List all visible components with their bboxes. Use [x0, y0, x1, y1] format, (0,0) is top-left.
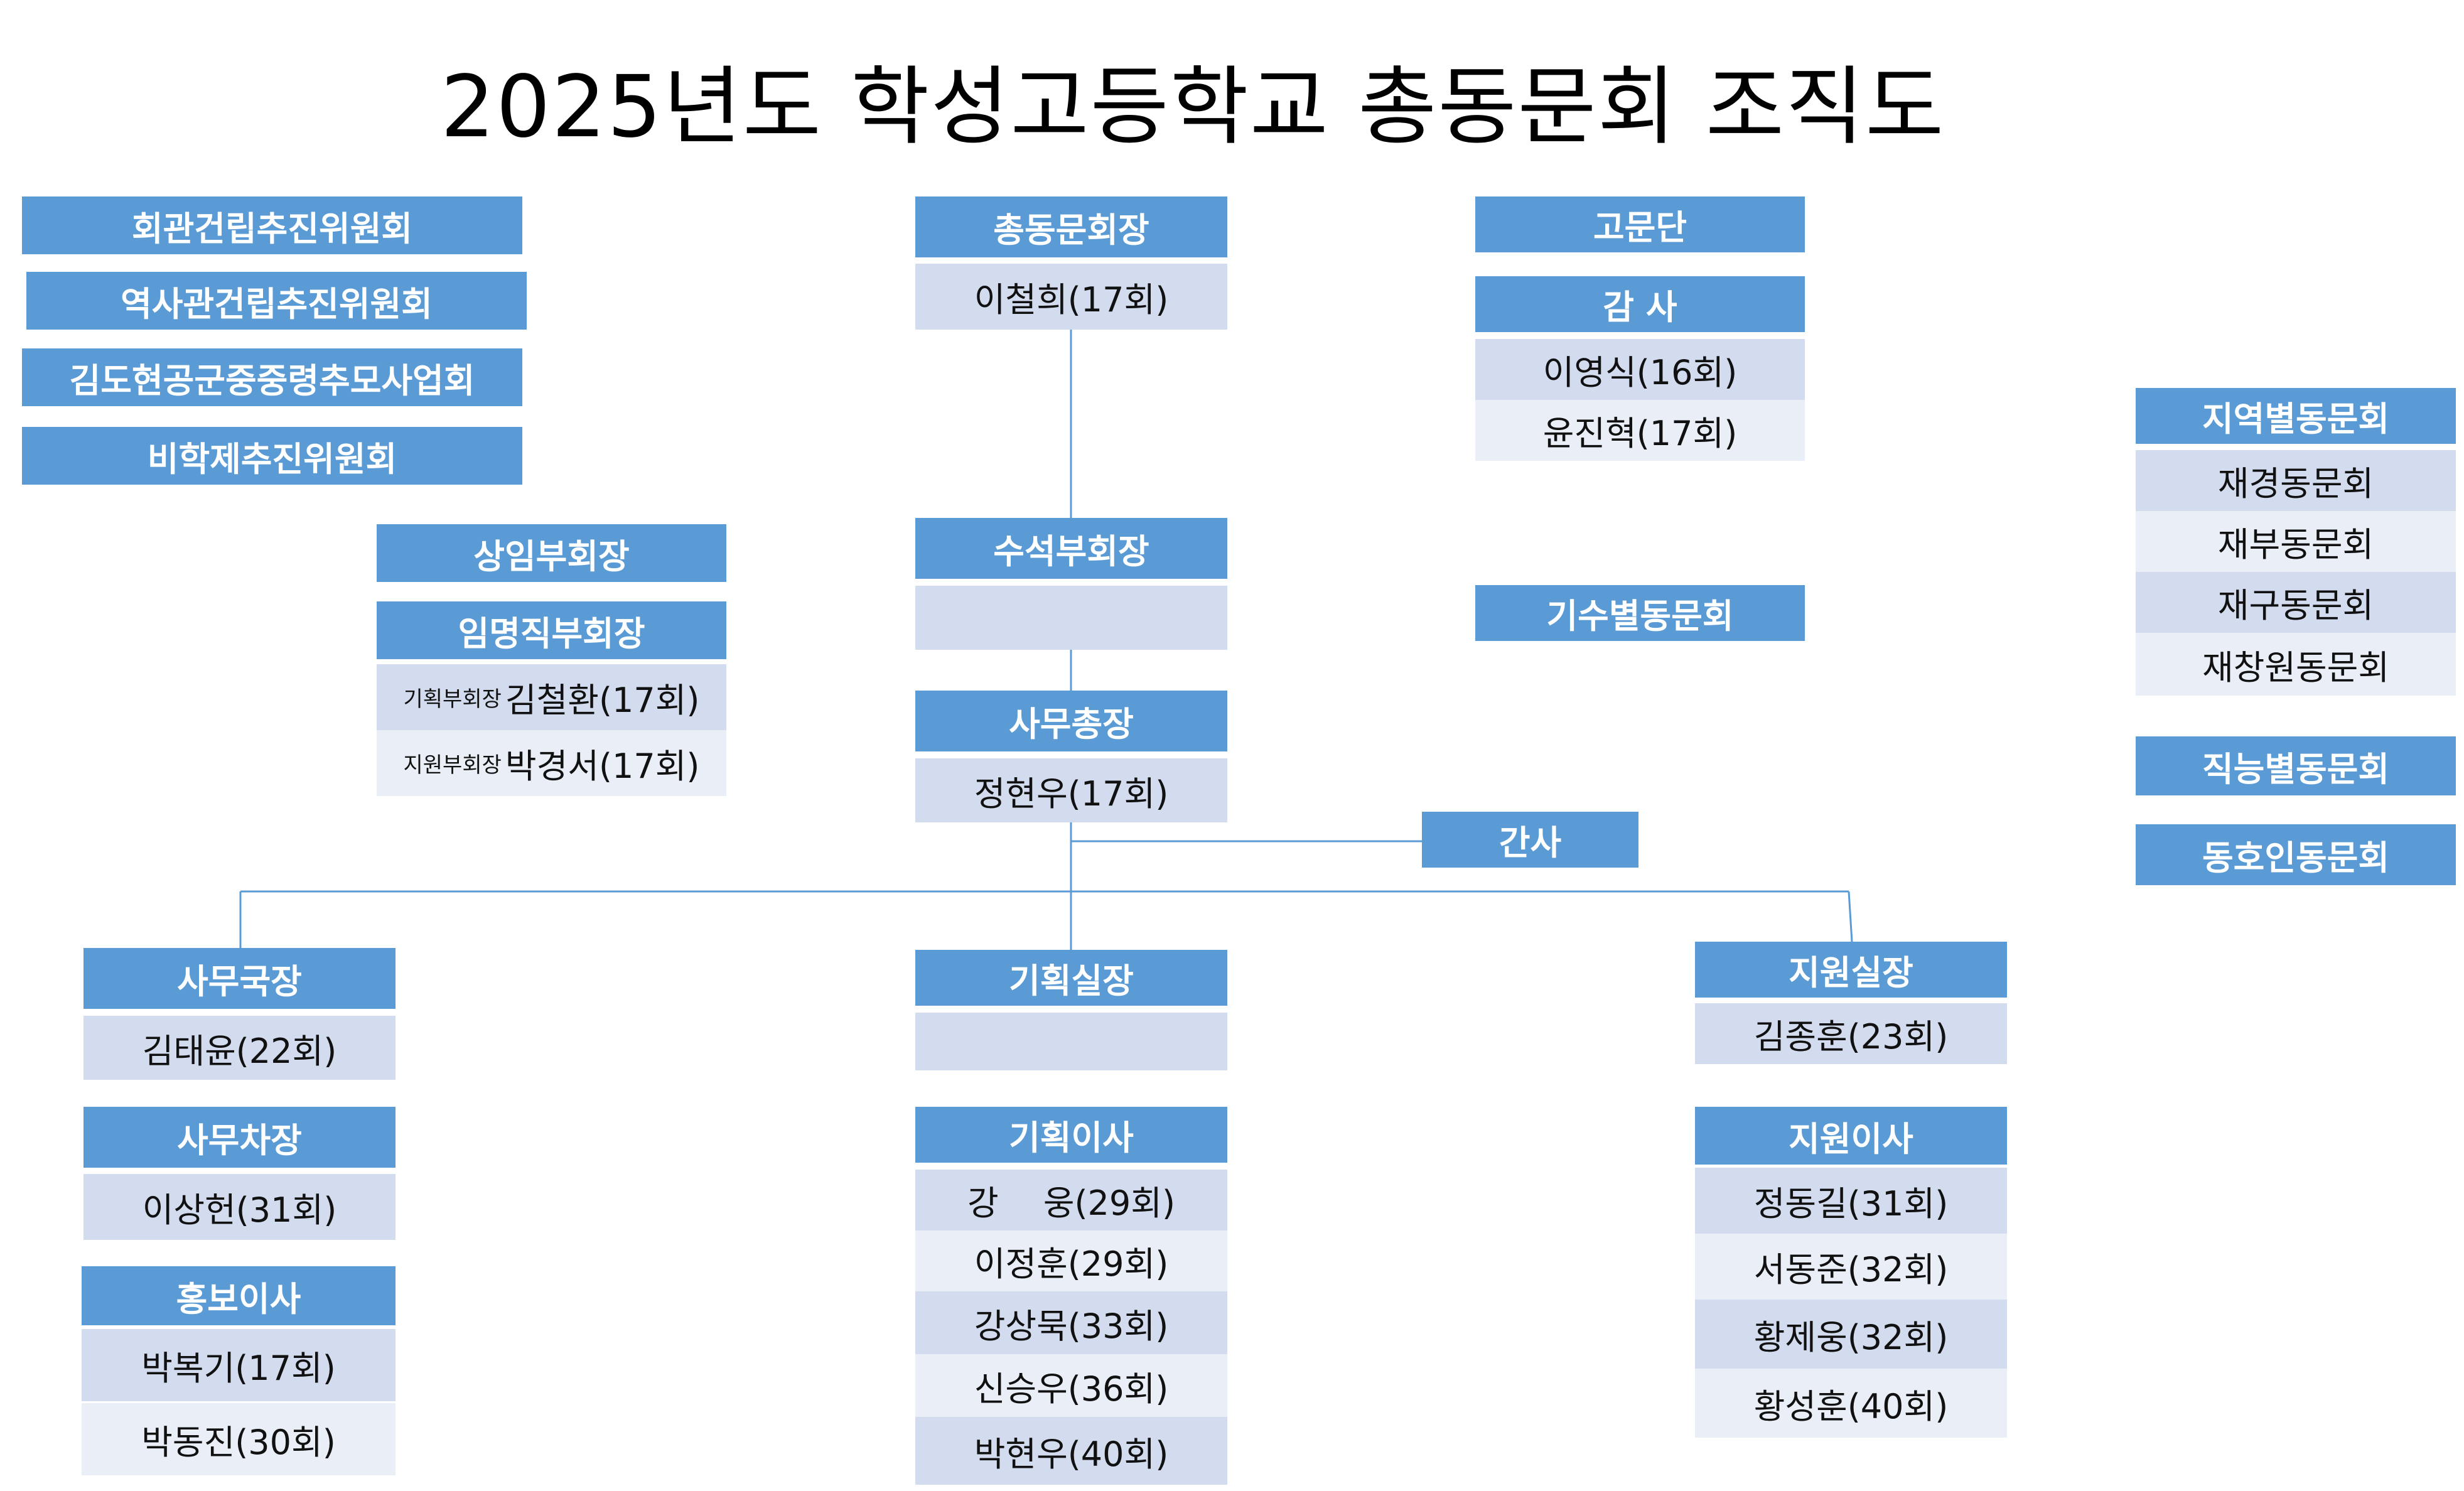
committee-hall-construction: 회관건립추진위원회	[22, 196, 522, 256]
support-director-member: 정동길(31회)	[1695, 1168, 2007, 1234]
vp-role: 기획부회장	[403, 687, 502, 712]
secretary-header: 간사	[1422, 812, 1638, 869]
regional-item: 재부동문회	[2136, 511, 2456, 572]
committee-memorial: 김도현공군중중령추모사업회	[22, 348, 522, 408]
regional-item: 재창원동문회	[2136, 633, 2456, 696]
page-title: 2025년도 학성고등학교 총동문회 조직도	[440, 58, 1945, 157]
vp-name: 박경서(17회)	[505, 746, 700, 786]
planning-chief-header: 기획실장	[915, 950, 1227, 1008]
planning-director-member: 강 웅(29회)	[915, 1170, 1227, 1230]
appointed-vp-header: 임명직부회장	[377, 601, 726, 661]
standing-vp-header: 상임부회장	[377, 524, 726, 584]
hobby-header: 동호인동문회	[2136, 824, 2456, 887]
audit-member: 윤진혁(17회)	[1475, 400, 1805, 461]
audit-member: 이영식(16회)	[1475, 339, 1805, 400]
advisory-header: 고문단	[1475, 196, 1805, 254]
secretary-general-header: 사무총장	[915, 691, 1227, 753]
office-deputy-header: 사무차장	[83, 1107, 395, 1170]
pr-director-member: 박복기(17회)	[82, 1329, 395, 1401]
regional-item: 재구동문회	[2136, 572, 2456, 633]
support-chief-name: 김종훈(23회)	[1695, 1003, 2007, 1064]
planning-directors-header: 기획이사	[915, 1107, 1227, 1165]
planning-director-member: 강상묵(33회)	[915, 1291, 1227, 1354]
committee-history-hall: 역사관건립추진위원회	[26, 272, 527, 331]
pr-director-member: 박동진(30회)	[82, 1403, 395, 1475]
office-director-header: 사무국장	[83, 948, 395, 1011]
occupational-header: 직능별동문회	[2136, 736, 2456, 797]
senior-vp-name	[915, 586, 1227, 650]
class-alumni-header: 기수별동문회	[1475, 585, 1805, 643]
vp-role: 지원부회장	[403, 753, 502, 778]
support-director-member: 황성훈(40회)	[1695, 1369, 2007, 1438]
committee-scholarship: 비학제추진위원회	[22, 427, 522, 487]
line-to-support-chief	[1848, 891, 1853, 942]
regional-item: 재경동문회	[2136, 450, 2456, 511]
audit-header: 감 사	[1475, 276, 1805, 334]
planning-director-member: 이정훈(29회)	[915, 1230, 1227, 1291]
office-deputy-name: 이상헌(31회)	[83, 1174, 395, 1240]
support-directors-header: 지원이사	[1695, 1107, 2007, 1166]
senior-vp-header: 수석부회장	[915, 518, 1227, 581]
office-director-name: 김태윤(22회)	[83, 1016, 395, 1080]
planning-chief-name	[915, 1013, 1227, 1070]
vp-name: 김철환(17회)	[505, 681, 700, 720]
support-director-member: 황제웅(32회)	[1695, 1300, 2007, 1369]
pr-director-header: 홍보이사	[82, 1266, 395, 1327]
secretary-general-name: 정현우(17회)	[915, 758, 1227, 822]
regional-header: 지역별동문회	[2136, 388, 2456, 446]
planning-director-member: 박현우(40회)	[915, 1417, 1227, 1485]
support-chief-header: 지원실장	[1695, 942, 2007, 999]
planning-director-member: 신승우(36회)	[915, 1354, 1227, 1417]
president-name: 이철희(17회)	[915, 264, 1227, 330]
support-director-member: 서동준(32회)	[1695, 1234, 2007, 1300]
president-header: 총동문회장	[915, 196, 1227, 259]
